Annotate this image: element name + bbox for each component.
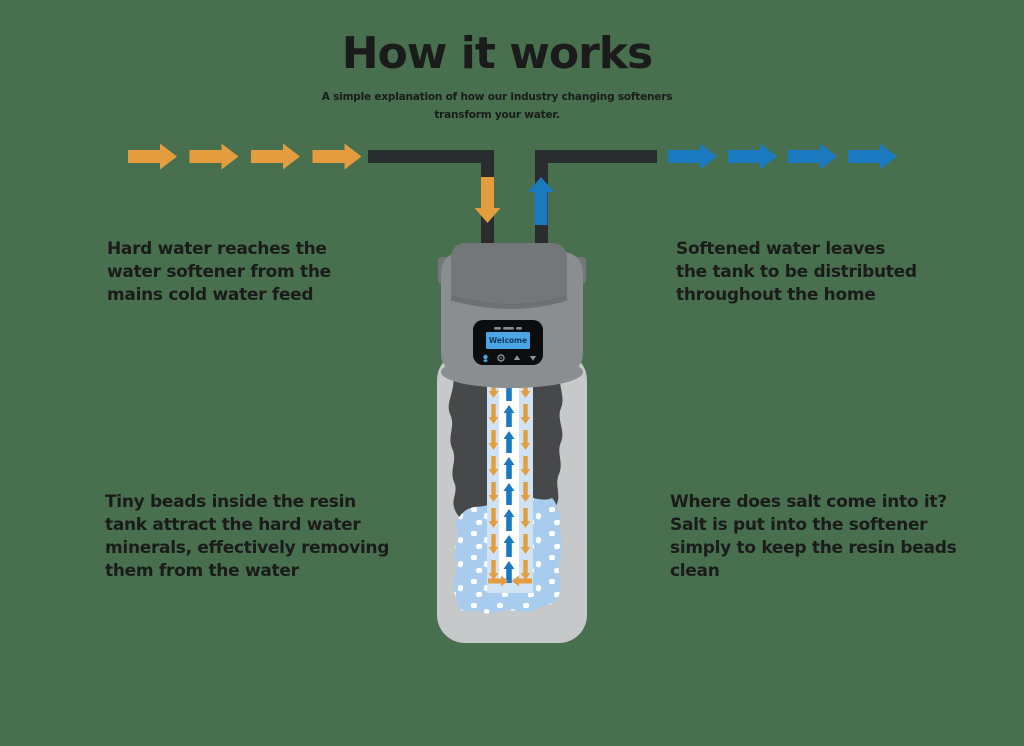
softener-unit [437,243,587,643]
tube-up-arrow-icon [503,561,515,583]
text-line: Tiny beads inside the resin [105,492,356,512]
page-title: How it works [341,28,653,79]
tube-flow-arrows [488,378,532,587]
tube-converge-arrow-icon [512,575,532,587]
soft-water-arrow-icon [788,143,837,170]
text-line: Hard water reaches the [107,239,327,259]
tube-up-arrow-icon [503,535,515,557]
header: How it works A simple explanation of how… [0,30,994,124]
annotation-hard-water-inlet: Hard water reaches the water softener fro… [107,238,367,307]
annotation-softened-water-outlet: Softened water leaves the tank to be dist… [676,238,936,307]
text-line: water softener from the [107,262,331,282]
text-line: simply to keep the resin beads [670,538,957,558]
tube-down-arrow-icon [520,560,531,580]
tube-down-arrow-icon [488,430,499,450]
text-line: tank attract the hard water [105,515,361,535]
outlet-up-arrow-icon [528,177,554,225]
valve-lid [451,243,567,305]
soft-water-arrow-icon [848,143,897,170]
regen-button[interactable] [483,354,488,362]
down-arrow-button[interactable] [529,356,537,361]
panel-brand-text [494,327,522,330]
tube-down-arrow-icon [520,456,531,476]
tube-down-arrow-icon [488,378,499,398]
annotation-salt: Where does salt come into it? Salt is put… [670,491,980,583]
annotation-resin-beads: Tiny beads inside the resin tank attract … [105,491,405,583]
tube-down-arrow-icon [520,508,531,528]
panel-buttons [483,354,537,362]
text-line: Salt is put into the softener [670,515,928,535]
settings-gear-icon[interactable] [497,354,505,362]
tube-up-arrow-icon [503,483,515,505]
outlet-flow-arrows [668,143,897,170]
text-line: mains cold water feed [107,285,314,305]
tube-down-arrow-icon [520,430,531,450]
inlet-flow-arrows [128,143,362,170]
control-panel [473,320,543,365]
tube-down-arrow-icon [488,560,499,580]
display-screen[interactable] [486,332,530,349]
tube-down-arrow-icon [520,534,531,554]
hard-water-arrow-icon [312,143,362,170]
hard-water-arrow-icon [189,143,239,170]
text-line: minerals, effectively removing [105,538,390,558]
tube-down-arrow-icon [488,456,499,476]
text-line: clean [670,561,720,581]
text-line: Softened water leaves [676,239,886,259]
hard-water-arrow-icon [128,143,177,170]
tank-inout-arrows [474,177,554,225]
tube-down-arrow-icon [488,404,499,424]
lid-seam [450,295,568,309]
pipes [368,150,657,252]
tube-down-arrow-icon [488,534,499,554]
tube-up-arrow-icon [503,405,515,427]
text-line: Where does salt come into it? [670,492,947,512]
soft-water-arrow-icon [728,143,777,170]
tube-down-arrow-icon [488,508,499,528]
text-line: them from the water [105,561,299,581]
tube-down-arrow-icon [520,404,531,424]
page-subtitle: A simple explanation of how our industry… [0,88,994,124]
text-line: the tank to be distributed [676,262,917,282]
tube-down-arrow-icon [488,482,499,502]
inlet-pipe-horizontal [368,150,494,163]
tube-up-arrow-icon [503,431,515,453]
hard-water-arrow-icon [251,143,300,170]
tube-down-arrow-icon [520,482,531,502]
tube-converge-arrow-icon [488,575,508,587]
text-line: transform your water. [434,109,560,121]
text-line: A simple explanation of how our industry… [321,91,673,103]
display-screen-text: Welcome [488,336,528,345]
valve-head [438,243,586,388]
tube-down-arrow-icon [520,378,531,398]
text-line: throughout the home [676,285,876,305]
valve-head-base [441,356,583,388]
soft-water-arrow-icon [668,143,717,170]
inlet-down-arrow-icon [474,177,501,223]
tube-up-arrow-icon [503,509,515,531]
up-arrow-button[interactable] [513,355,521,360]
tube-up-arrow-icon [503,457,515,479]
outlet-pipe-horizontal [535,150,657,163]
